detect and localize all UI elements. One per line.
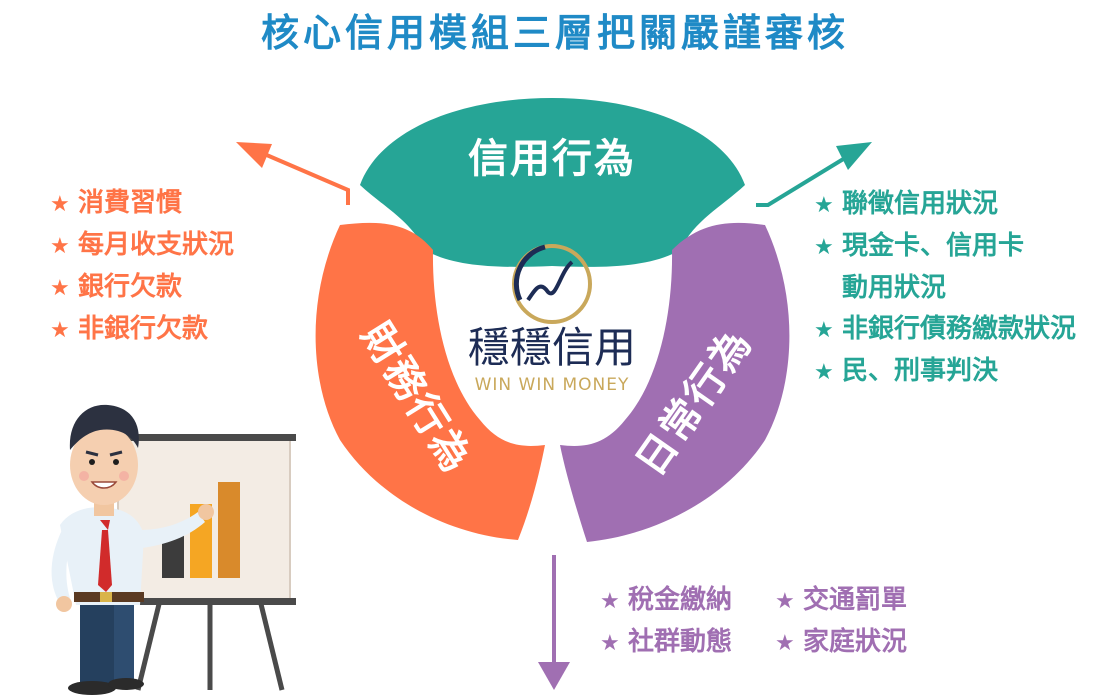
arrow-left <box>236 142 350 205</box>
list-item: ★非銀行欠款 <box>50 309 234 351</box>
list-item: ★稅金繳納 <box>600 580 775 622</box>
list-item: ★交通罰單 <box>775 580 950 622</box>
list-item: ★民、刑事判決 <box>814 351 1076 393</box>
segment-financial-behavior <box>315 222 545 540</box>
star-icon: ★ <box>775 631 795 656</box>
page-title: 核心信用模組三層把關嚴謹審核 <box>260 11 849 55</box>
star-icon: ★ <box>775 589 795 614</box>
arrow-down <box>538 555 570 690</box>
list-item: ★聯徵信用狀況 <box>814 184 1076 226</box>
list-row: ★稅金繳納★交通罰單 <box>600 580 950 622</box>
logo-ring-dark <box>513 244 546 302</box>
daily-behavior-list: ★稅金繳納★交通罰單 ★社群動態★家庭狀況 <box>600 580 950 664</box>
arrow-right <box>756 142 872 207</box>
segment-daily-behavior <box>560 222 790 542</box>
star-icon: ★ <box>814 235 834 260</box>
list-item: ★社群動態 <box>600 622 775 664</box>
credit-behavior-list: ★聯徵信用狀況 ★現金卡、信用卡 動用狀況 ★非銀行債務繳款狀況 ★民、刑事判決 <box>814 184 1076 393</box>
board-bar-3 <box>218 482 240 578</box>
star-icon: ★ <box>50 276 70 301</box>
star-icon: ★ <box>814 360 834 385</box>
list-item: ★現金卡、信用卡 <box>814 226 1076 268</box>
star-icon: ★ <box>814 193 834 218</box>
star-icon: ★ <box>50 192 70 217</box>
star-icon: ★ <box>814 318 834 343</box>
logo-wave <box>526 260 574 302</box>
star-icon: ★ <box>600 589 620 614</box>
list-item: 動用狀況 <box>842 273 947 303</box>
list-item: ★非銀行債務繳款狀況 <box>814 309 1076 351</box>
star-icon: ★ <box>50 318 70 343</box>
list-item: ★消費習慣 <box>50 183 234 225</box>
logo-subtitle: WIN WIN MONEY <box>475 375 630 395</box>
segment-label-top: 信用行為 <box>468 136 636 182</box>
logo: 穩穩信用 WIN WIN MONEY <box>468 244 636 395</box>
star-icon: ★ <box>600 631 620 656</box>
star-icon: ★ <box>50 234 70 259</box>
financial-behavior-list: ★消費習慣 ★每月收支狀況 ★銀行欠款 ★非銀行欠款 <box>50 183 234 351</box>
list-item: ★銀行欠款 <box>50 267 234 309</box>
list-row: ★社群動態★家庭狀況 <box>600 622 950 664</box>
logo-name: 穩穩信用 <box>468 323 636 372</box>
businessman-illustration <box>51 404 214 695</box>
list-item: ★家庭狀況 <box>775 622 950 664</box>
segment-credit-behavior <box>360 98 745 267</box>
list-item: ★每月收支狀況 <box>50 225 234 267</box>
